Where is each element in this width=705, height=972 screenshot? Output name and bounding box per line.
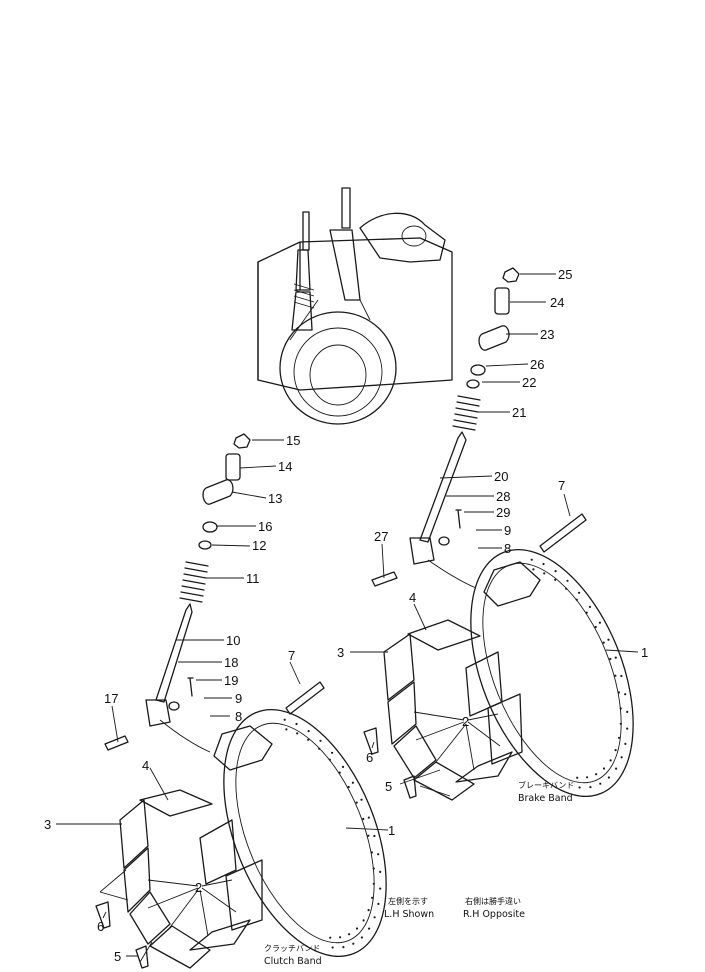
callout-13: 13 (268, 491, 282, 506)
callout-3: 3 (337, 645, 344, 660)
band-bracket (213, 725, 273, 771)
callout-10: 10 (226, 633, 240, 648)
callout-20: 20 (494, 469, 508, 484)
callout-12: 12 (252, 538, 266, 553)
cotter-pin-29 (455, 509, 462, 529)
brake-linkage (371, 267, 587, 589)
spring-11 (179, 561, 209, 603)
callout-18: 18 (224, 655, 238, 670)
band-bracket (483, 561, 541, 607)
clutch-lining-segments (119, 789, 263, 969)
block-13 (202, 479, 234, 505)
washer-28 (438, 536, 450, 546)
rh-opposite-caption-en: R.H Opposite (463, 909, 525, 920)
callout-leaders (56, 273, 639, 963)
brake-band (383, 548, 634, 801)
rod-20 (419, 431, 467, 543)
callout-21: 21 (512, 405, 526, 420)
sleeve-14 (225, 453, 241, 481)
clutch-band (119, 708, 387, 969)
callout-3: 3 (44, 817, 51, 832)
pin-27 (371, 571, 398, 587)
bolt-6-clutch (95, 901, 111, 929)
callout-7: 7 (288, 648, 295, 663)
bolt-5-clutch (135, 945, 149, 969)
callout-14: 14 (278, 459, 292, 474)
callout-9: 9 (235, 691, 242, 706)
callout-6: 6 (97, 919, 104, 934)
callout-29: 29 (496, 505, 510, 520)
brake-band-caption-jp: ブレーキバンド (518, 780, 574, 790)
washer-16 (202, 521, 218, 533)
lh-shown-caption-jp: 左側を示す (388, 896, 428, 906)
cotter-pin-19 (187, 677, 194, 697)
rh-opposite-caption-jp: 右側は勝手違い (465, 896, 521, 906)
callouts-clutch: 1 2 3 4 5 6 7 8 9 10 11 12 13 14 15 16 1… (44, 433, 395, 964)
pin-17 (104, 735, 129, 751)
washer-18 (168, 701, 180, 711)
callout-5: 5 (114, 949, 121, 964)
rod-10 (155, 603, 193, 703)
callout-4: 4 (142, 758, 149, 773)
callout-8: 8 (235, 709, 242, 724)
clutch-band-caption-en: Clutch Band (264, 956, 322, 967)
callout-22: 22 (522, 375, 536, 390)
clutch-linkage (104, 433, 325, 753)
callout-2: 2 (195, 880, 202, 895)
callouts-brake: 1 2 3 4 5 6 7 8 9 20 21 22 23 24 25 26 2… (337, 267, 648, 794)
bolt-5-brake (403, 775, 417, 799)
clutch-band-caption-jp: クラッチバンド (264, 944, 320, 953)
callout-19: 19 (224, 673, 238, 688)
transmission-housing (257, 187, 453, 425)
callout-6: 6 (366, 750, 373, 765)
washer-12 (198, 540, 212, 550)
callout-16: 16 (258, 519, 272, 534)
bolt-6-brake (363, 727, 379, 755)
callout-7: 7 (558, 478, 565, 493)
callout-28: 28 (496, 489, 510, 504)
block-23 (478, 325, 510, 351)
callout-26: 26 (530, 357, 544, 372)
callout-5: 5 (385, 779, 392, 794)
brake-lining-segments (383, 619, 523, 801)
band-rivets (530, 558, 629, 789)
band-rivets (283, 718, 382, 949)
nut-25 (502, 267, 520, 283)
callout-8: 8 (504, 541, 511, 556)
clevis (145, 699, 171, 727)
brake-band-caption-en: Brake Band (518, 793, 573, 804)
nut-15 (233, 433, 251, 449)
pin-7 (539, 513, 587, 553)
callout-11: 11 (246, 571, 260, 586)
callout-15: 15 (286, 433, 300, 448)
sleeve-24 (494, 287, 510, 315)
callout-1: 1 (388, 823, 395, 838)
callout-9: 9 (504, 523, 511, 538)
captions: ブレーキバンド Brake Band クラッチバンド Clutch Band 左… (264, 780, 574, 967)
callout-17: 17 (104, 691, 118, 706)
callout-23: 23 (540, 327, 554, 342)
callout-25: 25 (558, 267, 572, 282)
lh-shown-caption-en: L.H Shown (384, 909, 434, 920)
spring-21 (452, 395, 481, 431)
clevis (409, 537, 435, 565)
callout-27: 27 (374, 529, 388, 544)
callout-4: 4 (409, 590, 416, 605)
callout-2: 2 (462, 714, 469, 729)
washer-22 (466, 379, 480, 389)
callout-1: 1 (641, 645, 648, 660)
callout-24: 24 (550, 295, 564, 310)
washer-26 (470, 364, 486, 376)
pin-7 (285, 681, 325, 715)
